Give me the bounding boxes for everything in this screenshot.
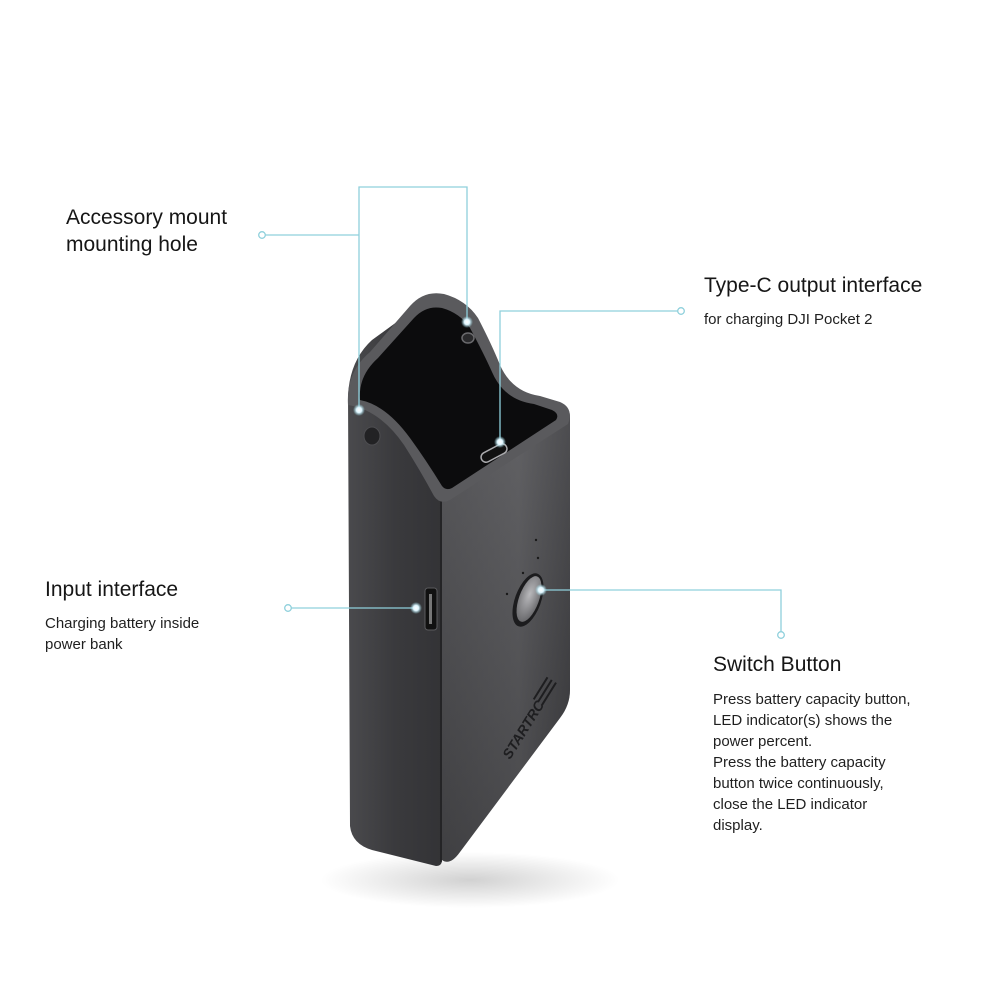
switch-desc-line: display. — [713, 817, 763, 834]
mount-hole-side — [363, 426, 381, 446]
leader-switch — [541, 589, 782, 632]
switch-button-description: Press battery capacity button, LED indic… — [713, 689, 911, 836]
input-interface-description-line1: Charging battery inside — [45, 615, 200, 632]
switch-button-title: Switch Button — [713, 653, 842, 676]
accessory-mount-title-line1: Accessory mount — [66, 206, 228, 229]
type-c-title: Type-C output interface — [704, 274, 923, 297]
switch-desc-line: Press battery capacity button, — [713, 691, 911, 708]
type-c-description: for charging DJI Pocket 2 — [704, 311, 873, 328]
endpoint-switch-icon — [777, 631, 785, 639]
callout-accessory-mount: Accessory mount mounting hole — [66, 204, 227, 258]
switch-desc-line: power percent. — [713, 733, 813, 750]
endpoint-type-c-icon — [677, 307, 685, 315]
endpoint-input-icon — [284, 604, 292, 612]
callout-type-c-output: Type-C output interface for charging DJI… — [704, 272, 922, 330]
input-interface-title: Input interface — [45, 578, 179, 601]
switch-desc-line: close the LED indicator — [713, 796, 868, 813]
input-interface-description-line2: power bank — [45, 636, 123, 653]
mount-hole-inner — [461, 332, 475, 344]
callout-input-interface: Input interface Charging battery inside … — [45, 576, 199, 655]
glow-dot-switch-icon — [535, 584, 547, 596]
cradle-interior — [359, 307, 558, 490]
led-indicator-1 — [534, 538, 538, 542]
floor-shadow — [320, 852, 620, 908]
leader-accessory-bracket — [358, 186, 468, 410]
led-indicator-4 — [505, 592, 509, 596]
glow-dot-type-c-icon — [494, 436, 506, 448]
switch-desc-line: LED indicator(s) shows the — [713, 712, 893, 729]
leader-type-c — [499, 310, 680, 440]
accessory-mount-title-line2: mounting hole — [66, 233, 198, 256]
switch-button — [516, 576, 542, 622]
glow-dot-inner-mount-icon — [461, 316, 473, 328]
led-indicator-3 — [521, 571, 525, 575]
glow-dot-side-mount-icon — [353, 404, 365, 416]
switch-desc-line: button twice continuously, — [713, 775, 884, 792]
glow-dot-input-icon — [410, 602, 422, 614]
input-port-contact — [429, 594, 432, 624]
switch-desc-line: Press the battery capacity — [713, 754, 886, 771]
led-indicator-2 — [536, 556, 540, 560]
callout-switch-button: Switch Button Press battery capacity but… — [713, 651, 911, 836]
type-c-output-port — [480, 443, 508, 463]
leader-lines — [262, 186, 782, 632]
endpoint-accessory-icon — [258, 231, 266, 239]
